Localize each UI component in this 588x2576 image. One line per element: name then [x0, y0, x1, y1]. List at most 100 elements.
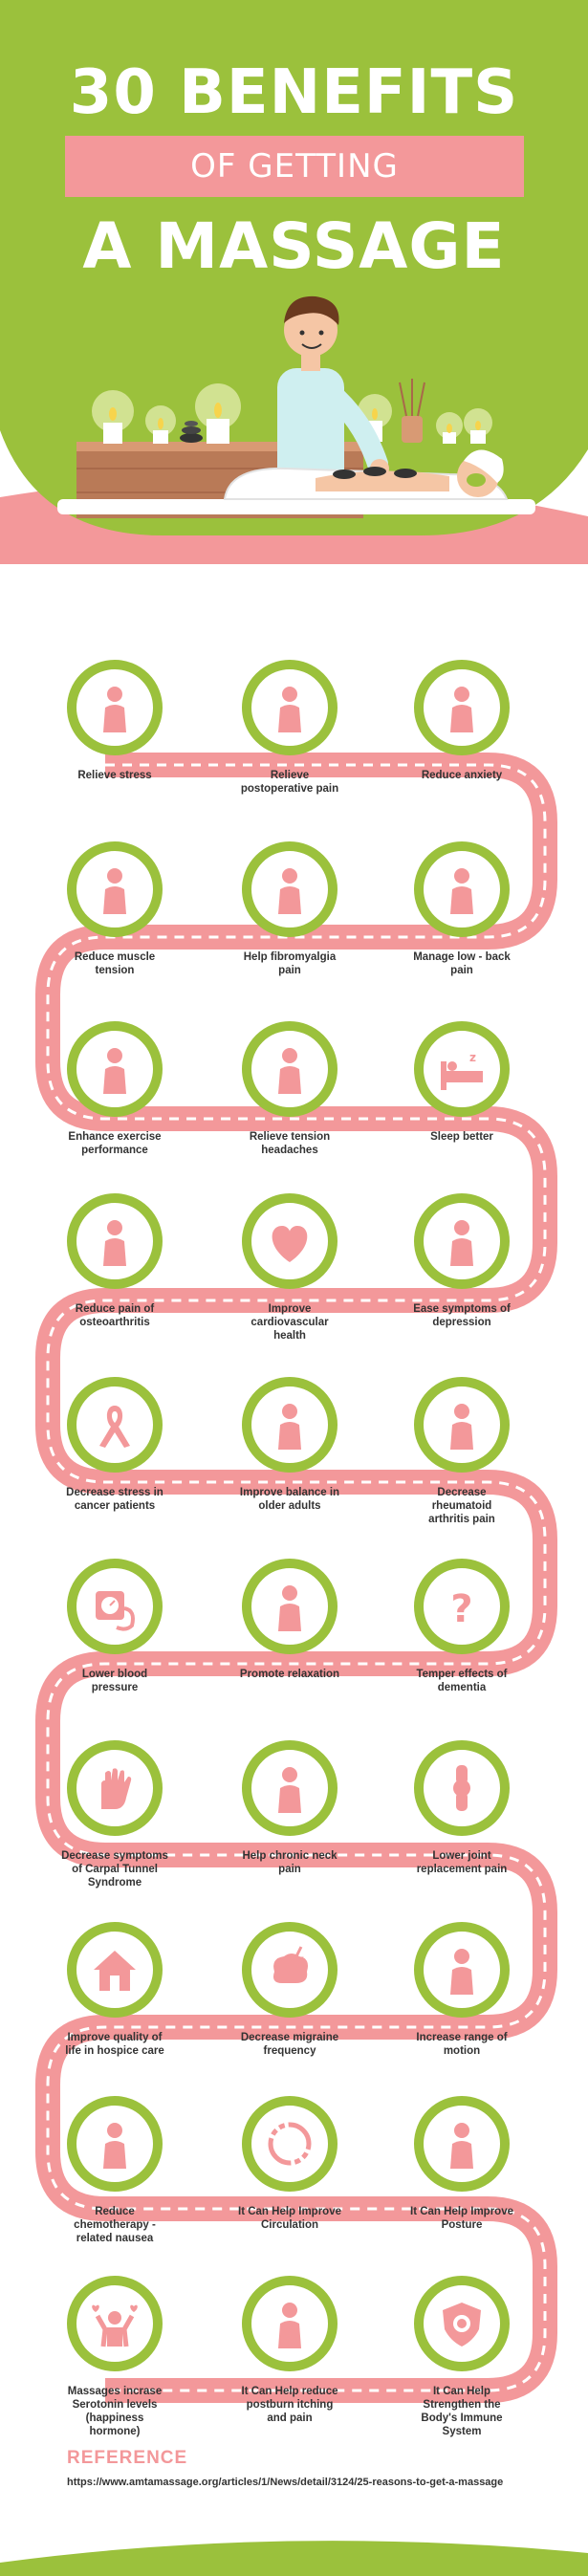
benefit-item: Decrease stress in cancer patients [29, 1377, 201, 1559]
benefit-icon-circle [242, 1377, 338, 1473]
benefit-item: Reduce muscle tension [29, 841, 201, 1023]
benefit-item: Decrease migraine frequency [204, 1922, 376, 2104]
benefit-icon-circle [242, 2096, 338, 2192]
benefit-icon-circle [67, 2096, 163, 2192]
benefit-item: Improve balance in older adults [204, 1377, 376, 1559]
candle-icon [92, 390, 134, 444]
benefit-icon-circle [242, 841, 338, 937]
question-mark-icon: ? [450, 1587, 472, 1631]
benefit-item: Enhance exercise performance [29, 1021, 201, 1203]
benefit-item: Reduce pain of osteoarthritis [29, 1193, 201, 1375]
benefit-label: Manage low - back pain [413, 951, 511, 976]
house-icon [94, 1951, 136, 1991]
candle-icon [464, 408, 492, 444]
benefit-label: It Can Help Strengthen the Body's Immune… [421, 2386, 503, 2437]
stressed-person-icon [103, 687, 126, 732]
svg-text:z: z [469, 1051, 476, 1064]
benefit-label: Relieve tension headaches [249, 1131, 331, 1156]
benefit-item: Relieve postoperative pain [204, 660, 376, 841]
benefit-label: It Can Help reduce postburn itching and … [241, 2386, 338, 2424]
benefit-icon-circle [242, 1740, 338, 1836]
benefit-item: ? Temper effects of dementia [376, 1559, 548, 1740]
benefit-item: Ease symptoms of depression [376, 1193, 548, 1375]
reference-link[interactable]: https://www.amtamassage.org/articles/1/N… [67, 2477, 504, 2488]
benefit-label: Help fibromyalgia pain [243, 951, 337, 976]
therapist-figure [277, 295, 389, 492]
knee-joint-icon [453, 1765, 470, 1811]
brain-lightning-icon [273, 1946, 308, 1983]
benefit-icon-circle [414, 2276, 510, 2371]
benefit-label: Reduce anxiety [421, 770, 503, 781]
neck-pain-icon [278, 1767, 301, 1813]
benefit-label: Increase range of motion [416, 2032, 508, 2057]
benefit-icon-circle [67, 660, 163, 755]
meditating-person-icon [450, 2123, 473, 2169]
itching-person-icon [278, 2303, 301, 2348]
running-person-icon [450, 1949, 473, 1995]
benefit-label: Decrease migraine frequency [240, 2032, 339, 2057]
client-figure [223, 449, 509, 500]
benefit-label: It Can Help Improve Circulation [238, 2206, 341, 2231]
massage-scene-illustration [57, 295, 535, 518]
benefit-label: Reduce pain of osteoarthritis [75, 1303, 155, 1328]
benefit-label: Enhance exercise performance [68, 1131, 162, 1156]
benefit-label: Massages incrase Serotonin levels (happi… [67, 2386, 163, 2437]
benefit-item: Relieve tension headaches [204, 1021, 376, 1203]
benefit-icon-circle [242, 1559, 338, 1654]
benefit-icon-circle: z [414, 1021, 510, 1117]
benefit-item: It Can Help Improve Posture [376, 2096, 548, 2278]
benefit-icon-circle [414, 1193, 510, 1289]
benefit-label: Temper effects of dementia [416, 1669, 508, 1693]
heart-icon [272, 1226, 308, 1262]
benefit-label: Ease symptoms of depression [413, 1303, 511, 1328]
candle-icon [145, 405, 176, 444]
back-pain-icon [450, 868, 473, 914]
benefit-item: Lower joint replacement pain [376, 1740, 548, 1922]
circulation-arrows-icon [268, 2122, 312, 2166]
spa-stones-icon [180, 421, 203, 443]
benefit-label: Decrease symptoms of Carpal Tunnel Syndr… [61, 1850, 168, 1888]
person-on-bed-icon [278, 868, 301, 914]
benefit-icon-circle [67, 1922, 163, 2018]
benefit-icon-circle: ? [414, 1559, 510, 1654]
title-bottom: A MASSAGE [82, 209, 506, 283]
title-band: OF GETTING [65, 136, 524, 197]
nausea-person-icon [103, 2123, 126, 2169]
benefit-label: Relieve postoperative pain [240, 770, 339, 795]
footer-wave [0, 2541, 588, 2576]
benefit-label: Improve quality of life in hospice care [65, 2032, 164, 2057]
benefit-icon-circle [67, 1193, 163, 1289]
benefit-item: Lower blood pressure [29, 1559, 201, 1740]
reference-title: REFERENCE [67, 2448, 188, 2468]
svg-text:?: ? [450, 1587, 472, 1631]
benefit-label: Improve balance in older adults [239, 1487, 340, 1512]
benefit-icon-circle [414, 1740, 510, 1836]
awareness-ribbon-icon [99, 1406, 130, 1448]
happy-hearts-icon [92, 2304, 138, 2347]
benefit-label: Decrease rheumatoid arthritis pain [428, 1487, 495, 1525]
benefit-label: Lower blood pressure [81, 1669, 148, 1693]
benefit-label: Relieve stress [77, 770, 152, 781]
benefit-icon-circle [242, 660, 338, 755]
surgery-bed-icon [278, 687, 301, 732]
benefit-item: Manage low - back pain [376, 841, 548, 1023]
benefit-icon-circle [67, 1021, 163, 1117]
benefit-icon-circle [67, 841, 163, 937]
header: 30 BENEFITS OF GETTING A MASSAGE [0, 0, 588, 564]
blood-pressure-icon [96, 1591, 135, 1631]
benefit-item: It Can Help Improve Circulation [204, 2096, 376, 2278]
headache-icon [278, 1048, 301, 1094]
benefit-icon-circle [67, 2276, 163, 2371]
benefit-label: Lower joint replacement pain [416, 1850, 508, 1875]
benefit-icon-circle [67, 1559, 163, 1654]
benefit-label: Promote relaxation [239, 1669, 340, 1680]
relaxation-icon [278, 1585, 301, 1631]
benefit-item: Reduce chemotherapy - related nausea [29, 2096, 201, 2278]
benefit-icon-circle [67, 1377, 163, 1473]
benefit-label: Reduce muscle tension [74, 951, 156, 976]
benefit-label: Sleep better [430, 1131, 493, 1143]
benefit-item: Massages incrase Serotonin levels (happi… [29, 2276, 201, 2457]
sleeping-bed-icon: z [441, 1051, 483, 1090]
arthritis-person-icon [450, 1404, 473, 1450]
